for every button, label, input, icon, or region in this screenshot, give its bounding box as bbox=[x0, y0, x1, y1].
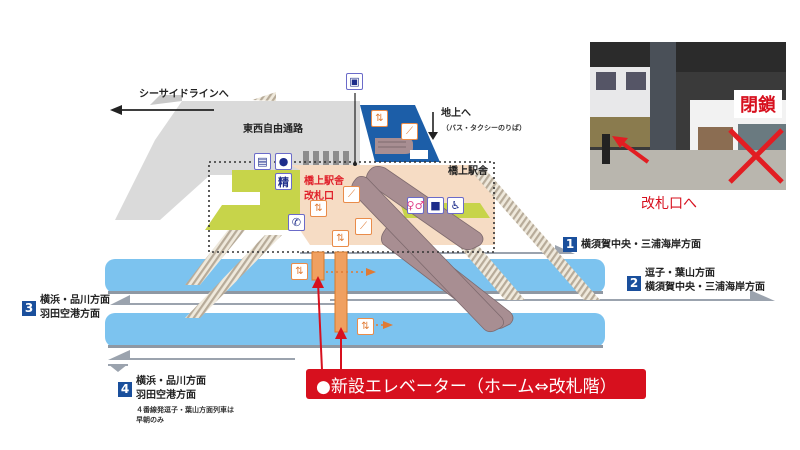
track-4-badge: 4 bbox=[118, 382, 132, 397]
track-3-badge: 3 bbox=[22, 301, 36, 316]
track-4-note-1: ４番線発逗子・葉山方面列車は bbox=[136, 406, 234, 414]
staff-icon: ● bbox=[275, 153, 292, 170]
gate-label-line2: 改札口 bbox=[304, 191, 334, 202]
phone-icon: ✆ bbox=[288, 214, 305, 231]
ground-label: 地上へ bbox=[441, 108, 471, 119]
elevator-icon-platform-lower: ⇅ bbox=[357, 318, 374, 335]
seaside-line-label: シーサイドラインへ bbox=[139, 89, 229, 100]
elevator-icon-gate-2: ⇅ bbox=[332, 230, 349, 247]
escalators bbox=[351, 166, 514, 333]
concourse-label: 東西自由通路 bbox=[243, 124, 303, 135]
stairs-left-1 bbox=[185, 230, 245, 285]
ticket-office-icon: ▤ bbox=[254, 153, 271, 170]
platform-lower bbox=[105, 313, 605, 347]
ground-sub-label: （バス・タクシーのりば） bbox=[442, 124, 526, 132]
escalator-icon-gate-2: ⟋ bbox=[355, 218, 372, 235]
ticket-gates bbox=[303, 151, 349, 165]
elevator-icon-platform-upper: ⇅ bbox=[291, 263, 308, 280]
toilet-icon: ♀♂ bbox=[406, 197, 425, 214]
track-1-badge: 1 bbox=[563, 237, 577, 252]
nursing-room-icon: ■ bbox=[427, 197, 444, 214]
new-elevator-callout: ●新設エレベーター（ホーム⇔改札階） bbox=[306, 369, 646, 399]
fare-adjustment-icon: 精 bbox=[275, 173, 292, 190]
wheelchair-icon: ♿ bbox=[447, 197, 464, 214]
elevator-icon-ground: ⇅ bbox=[371, 110, 388, 127]
closed-exit-photo: 閉鎖 bbox=[590, 42, 786, 190]
photo-caption: 改札口へ bbox=[641, 196, 697, 212]
station-building-outline bbox=[208, 161, 495, 253]
station-building-label: 橋上駅舎 bbox=[448, 166, 488, 177]
closed-label: 閉鎖 bbox=[734, 90, 782, 118]
coin-locker-icon: ▣ bbox=[346, 73, 363, 90]
photo-scene bbox=[590, 42, 786, 190]
concourse-area bbox=[115, 101, 360, 220]
stairs-left-2 bbox=[185, 235, 282, 318]
elevator-icon-gate: ⇅ bbox=[310, 200, 327, 217]
track-4-note-2: 早朝のみ bbox=[136, 416, 164, 424]
elevator-2 bbox=[334, 251, 348, 333]
escalator-icon-gate-1: ⟋ bbox=[343, 186, 360, 203]
elevator-1 bbox=[311, 251, 325, 281]
track-2-badge: 2 bbox=[627, 276, 641, 291]
platform-upper bbox=[105, 259, 605, 293]
escalator-icon-ground: ⟋ bbox=[401, 123, 418, 140]
gate-label-line1: 橋上駅舎 bbox=[304, 176, 344, 187]
stairs-right-1 bbox=[470, 170, 600, 300]
